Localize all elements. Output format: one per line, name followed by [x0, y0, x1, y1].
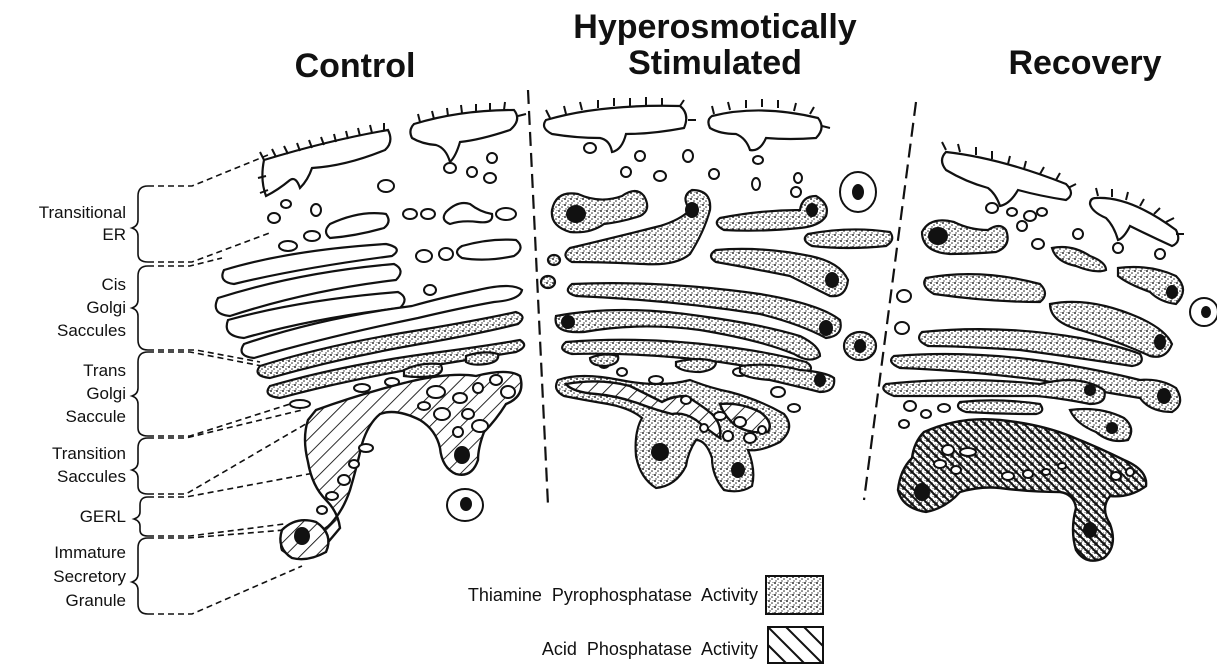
label-trans-golgi-saccule: Trans Golgi Saccule: [66, 361, 126, 426]
svg-text:GERL: GERL: [80, 507, 126, 526]
svg-text:Cis: Cis: [101, 275, 126, 294]
svg-text:Saccules: Saccules: [57, 467, 126, 486]
legend-acp-swatch: [768, 627, 823, 663]
title-hyperosmotic-line1: Hyperosmotically: [573, 8, 857, 46]
svg-text:Golgi: Golgi: [86, 298, 126, 317]
svg-text:Transitional: Transitional: [39, 203, 126, 222]
label-gerl: GERL: [80, 507, 126, 526]
svg-text:Trans: Trans: [83, 361, 126, 380]
title-control: Control: [295, 47, 416, 85]
recovery-panel: [883, 142, 1217, 561]
hyperosmotic-panel: [541, 97, 892, 491]
title-recovery: Recovery: [1008, 44, 1161, 82]
title-hyperosmotic-line2: Stimulated: [628, 44, 802, 82]
svg-text:Saccule: Saccule: [66, 407, 126, 426]
control-rough-er-1: [262, 130, 390, 196]
svg-text:Immature: Immature: [54, 543, 126, 562]
svg-text:Saccules: Saccules: [57, 321, 126, 340]
label-transitional-er: Transitional ER: [39, 203, 126, 244]
svg-text:Granule: Granule: [66, 591, 126, 610]
label-cis-golgi-saccules: Cis Golgi Saccules: [57, 275, 126, 340]
svg-text:ER: ER: [102, 225, 126, 244]
legend-tpp-swatch: [766, 576, 823, 614]
svg-text:Secretory: Secretory: [53, 567, 126, 586]
label-immature-secretory-granule: Immature Secretory Granule: [53, 543, 126, 610]
legend-acp-label: Acid Phosphatase Activity: [542, 639, 758, 659]
svg-text:Golgi: Golgi: [86, 384, 126, 403]
legend-tpp-label: Thiamine Pyrophosphatase Activity: [468, 585, 758, 605]
control-rough-er-2: [410, 110, 517, 162]
legend: Thiamine Pyrophosphatase Activity Acid P…: [468, 576, 823, 663]
control-panel: [216, 102, 526, 559]
label-transition-saccules: Transition Saccules: [52, 444, 126, 486]
svg-text:Transition: Transition: [52, 444, 126, 463]
divider-left: [528, 90, 548, 505]
